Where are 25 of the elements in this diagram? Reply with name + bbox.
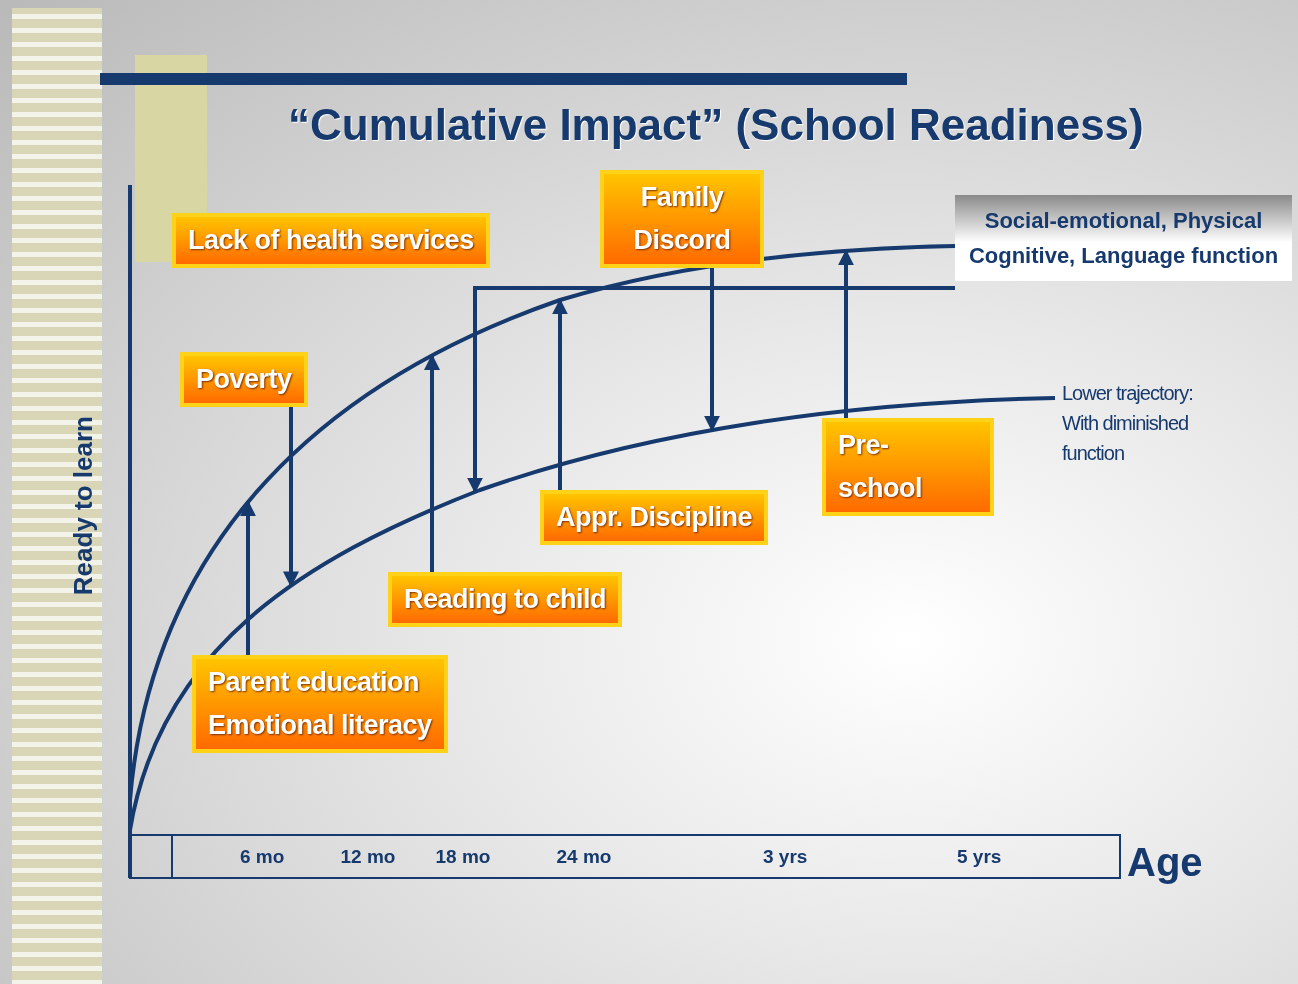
factor-box: Appr. Discipline <box>540 490 769 546</box>
factor-box: Pre- school <box>822 418 994 517</box>
arrow <box>240 500 256 655</box>
arrow <box>283 407 299 588</box>
arrow <box>424 354 440 572</box>
title: “Cumulative Impact” (School Readiness) <box>288 100 1144 150</box>
axis-title: Age <box>1127 839 1203 885</box>
tick-label: 24 mo <box>556 846 612 868</box>
arrow <box>467 286 955 494</box>
curve-label: Lower trajectory: With diminished function <box>1062 381 1194 466</box>
tick-label: 5 yrs <box>957 846 1002 868</box>
arrow <box>838 249 854 418</box>
tick-label: 3 yrs <box>763 846 808 868</box>
outcome-box: Social-emotional, Physical Cognitive, Language function <box>955 195 1292 282</box>
factor-box: Parent education Emotional literacy <box>192 655 448 754</box>
arrow <box>704 268 720 432</box>
factor-box: Lack of health services <box>172 213 490 269</box>
factor-box: Reading to child <box>388 572 622 628</box>
tick-label: 18 mo <box>435 846 491 868</box>
tick-label: 6 mo <box>240 846 285 868</box>
factor-box: Family Discord <box>600 170 764 269</box>
axis-title: Ready to learn <box>67 415 99 595</box>
factor-box: Poverty <box>180 352 308 408</box>
arrow <box>552 298 568 490</box>
tick-label: 12 mo <box>340 846 396 868</box>
